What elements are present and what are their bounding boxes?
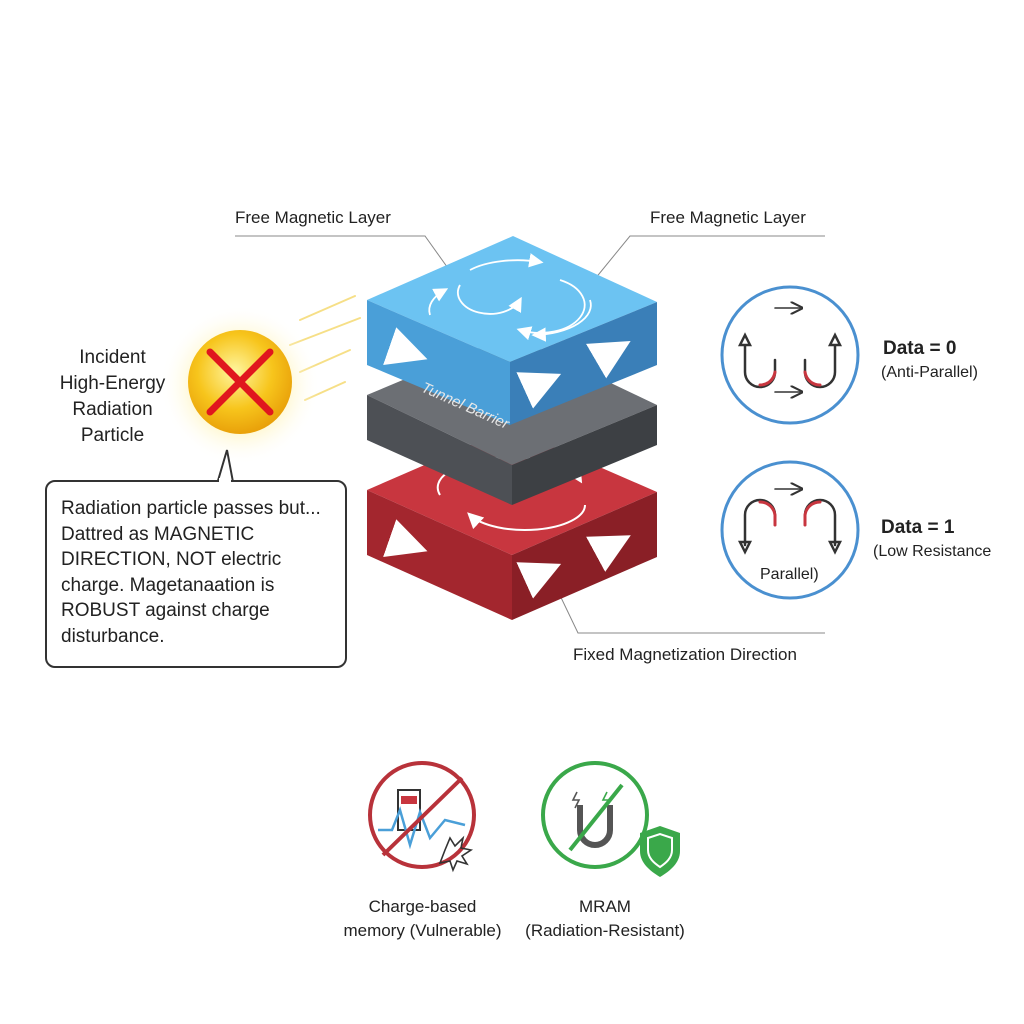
state-title: Data = 0	[883, 338, 957, 359]
particle-label-line: Radiation	[72, 399, 153, 420]
caption-line: Charge-based	[368, 897, 477, 916]
state-subtitle: (Anti-Parallel)	[881, 364, 978, 381]
callout-pointer	[216, 449, 234, 484]
arrow-icon	[516, 562, 562, 599]
caption-line: MRAM	[579, 897, 631, 916]
particle-label-line: Particle	[80, 425, 145, 446]
state-subtitle: (Low Resistance	[873, 543, 992, 560]
free-layer-label-left: Free Magnetic Layer	[235, 208, 391, 227]
particle-label: Incident High-Energy Radiation Particle	[50, 345, 175, 449]
free-layer	[367, 236, 657, 425]
charge-memory-vulnerable-icon	[368, 761, 476, 873]
caption-line: (Radiation-Resistant)	[525, 921, 685, 940]
particle-label-line: High-Energy	[59, 373, 166, 394]
charge-memory-caption: Charge-based memory (Vulnerable)	[330, 895, 515, 943]
shield-icon	[640, 826, 680, 877]
free-layer-label-right: Free Magnetic Layer	[650, 208, 806, 227]
fixed-direction-label: Fixed Magnetization Direction	[573, 645, 797, 664]
callout-bubble: Radiation particle passes but... Dattred…	[45, 480, 347, 668]
mram-caption: MRAM (Radiation-Resistant)	[510, 895, 700, 943]
x-mark-icon	[206, 348, 274, 416]
state-title: Data = 1	[881, 517, 955, 538]
state-1-text: Data = 1 (Low Resistance	[873, 517, 991, 561]
state-anti-parallel-icon	[720, 285, 860, 425]
state-0-text: Data = 0 (Anti-Parallel)	[881, 338, 978, 382]
particle-label-line: Incident	[79, 347, 146, 368]
arrow-icon	[516, 372, 562, 409]
arrow-icon	[383, 519, 428, 558]
radiation-particle-icon	[160, 295, 361, 465]
callout-pointer-cover	[219, 478, 231, 484]
arrow-icon	[586, 535, 631, 572]
arrow-icon	[586, 340, 631, 379]
state-parallel-icon	[720, 460, 860, 600]
arrow-icon	[383, 327, 428, 366]
state-inner-label: Parallel)	[760, 566, 819, 583]
caption-line: memory (Vulnerable)	[343, 921, 502, 940]
mram-resistant-icon	[541, 761, 680, 877]
